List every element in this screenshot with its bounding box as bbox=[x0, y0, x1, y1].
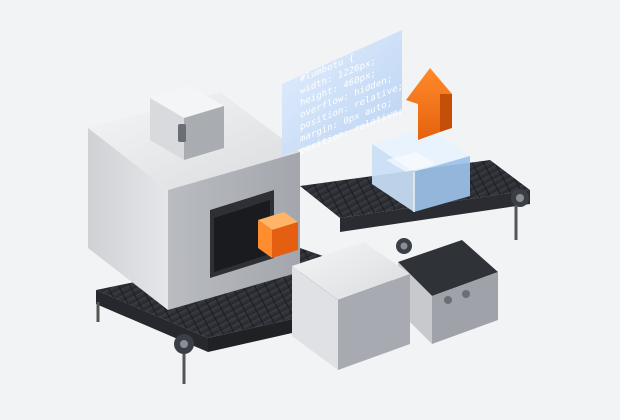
up-arrow-icon bbox=[406, 68, 452, 140]
machine-box-icon bbox=[88, 92, 300, 310]
code-screen-icon: #lumbotu { width: 1226px; height: 460px;… bbox=[282, 30, 403, 157]
metal-cube-icon bbox=[150, 86, 224, 160]
front-gray-block bbox=[292, 242, 410, 370]
glass-cube-icon bbox=[372, 128, 470, 212]
orange-cube-icon bbox=[258, 212, 298, 258]
platform-block bbox=[398, 240, 498, 344]
